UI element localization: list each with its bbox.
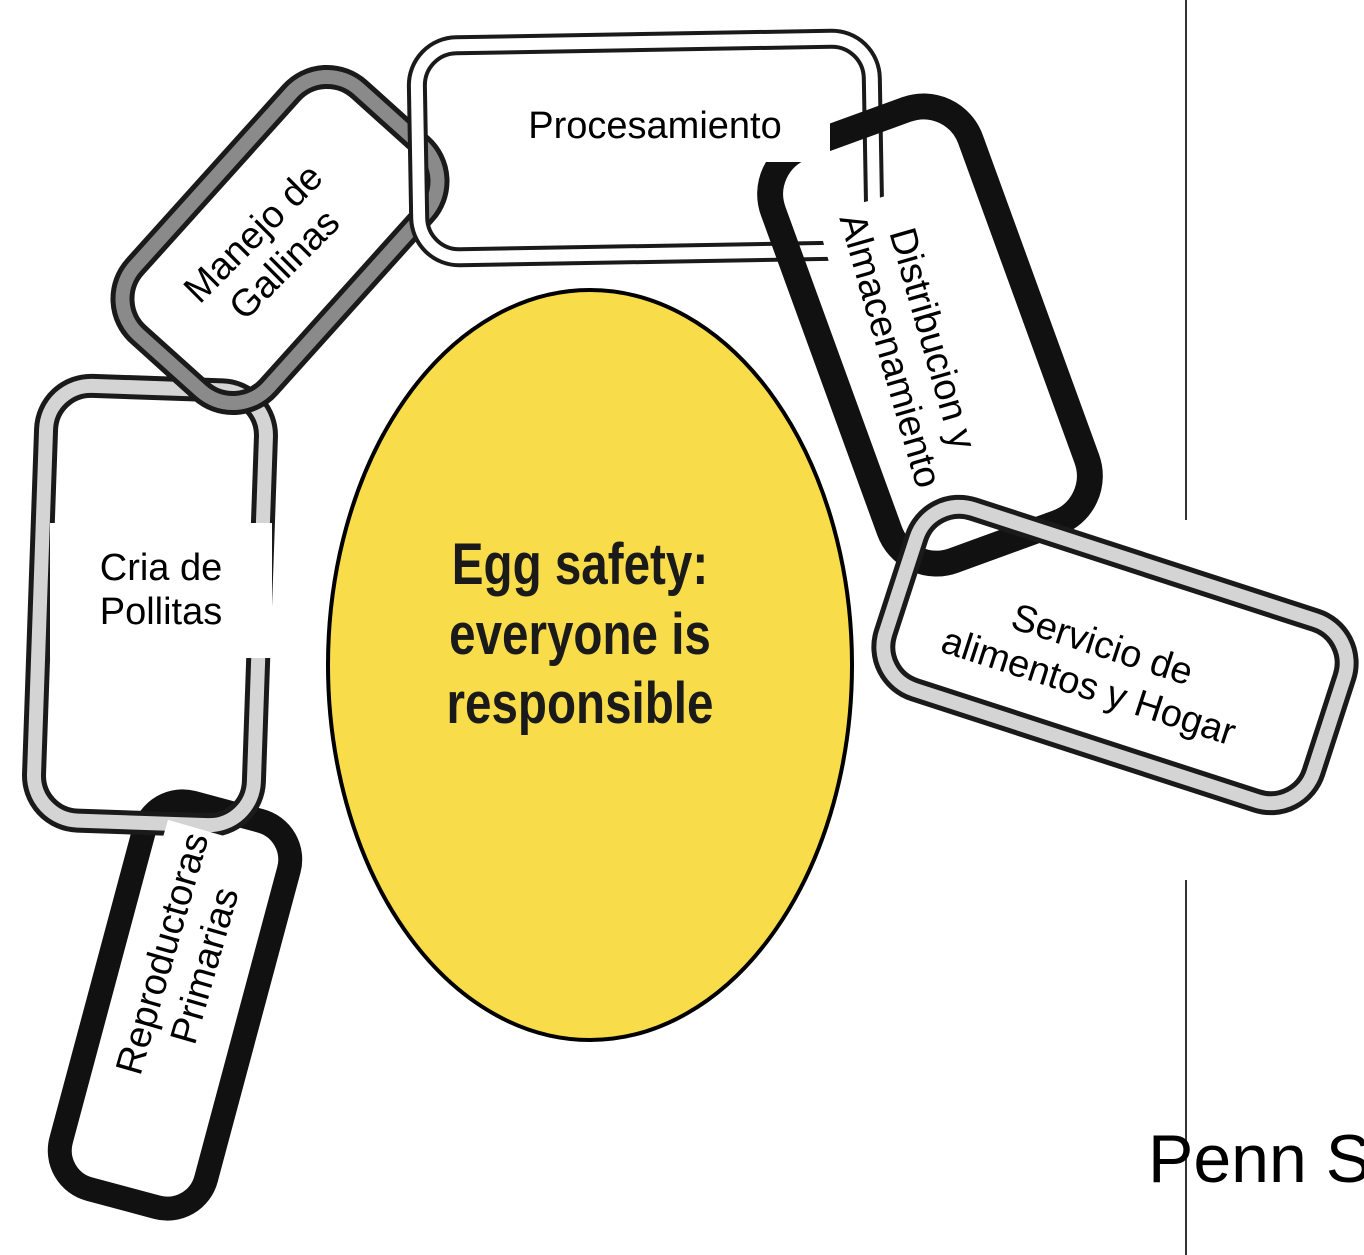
- egg-shape: [326, 288, 854, 1042]
- chain-link-distribucion: [757, 93, 1103, 577]
- chain-link-servicio: [871, 494, 1359, 816]
- chain-link-procesamiento: [406, 28, 885, 268]
- footer-text: Penn S: [1148, 1121, 1364, 1197]
- egg-center-text: Egg safety: everyone is responsible: [446, 532, 714, 737]
- label-procesamiento: Procesamiento: [480, 92, 830, 162]
- chain-link-manejo: [110, 64, 450, 416]
- label-cria: Cria de Pollitas: [50, 523, 272, 658]
